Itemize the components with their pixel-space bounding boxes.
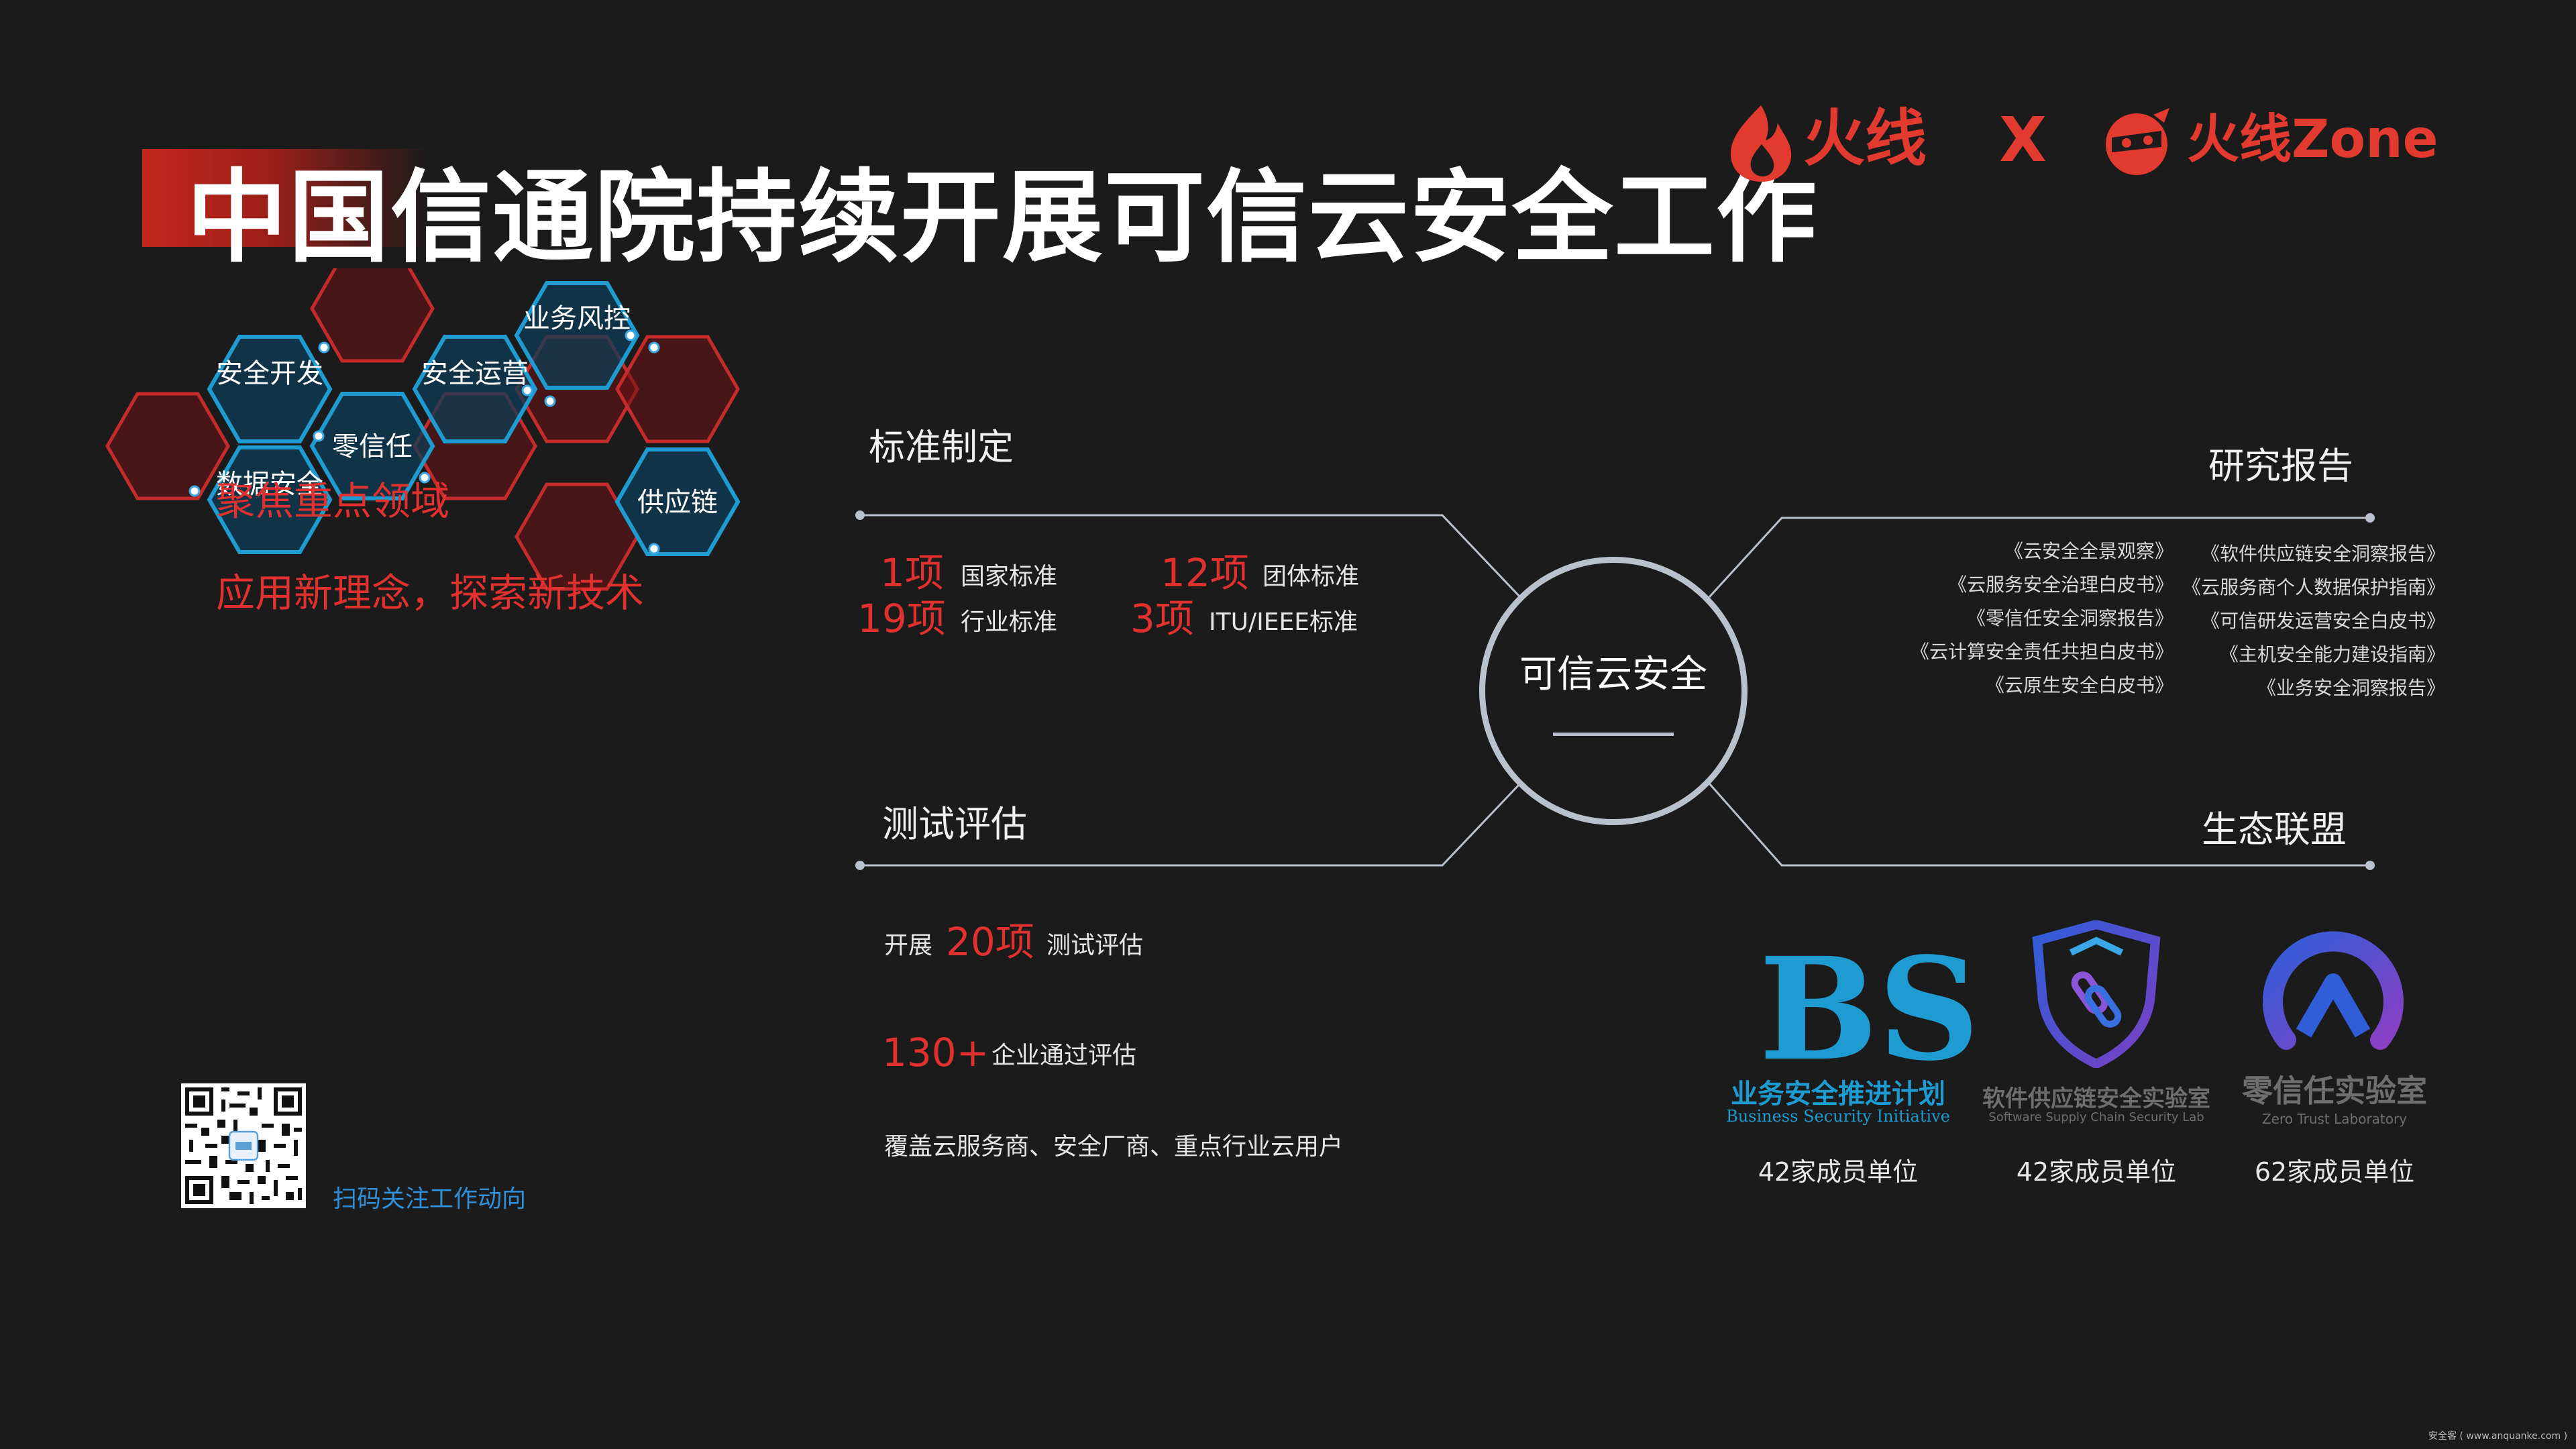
zero-trust-logo-icon bbox=[2263, 931, 2404, 1050]
brand-separator: X bbox=[1999, 104, 2047, 176]
report-item: 《云原生安全白皮书》 bbox=[1985, 674, 2174, 696]
reports-left-list: 《云安全全景观察》 《云服务安全治理白皮书》 《零信任安全洞察报告》 《云计算安… bbox=[1865, 542, 2174, 695]
connector-dot bbox=[318, 341, 330, 354]
connector-dot bbox=[625, 329, 637, 341]
reports-title: 研究报告 bbox=[2208, 445, 2353, 487]
huoxianzone-ninja-icon bbox=[2106, 108, 2169, 175]
supply-chain-lab-members: 42家成员单位 bbox=[2016, 1157, 2177, 1187]
connector-dot bbox=[544, 395, 556, 407]
standards-national-label: 国家标准 bbox=[961, 563, 1058, 590]
huoxian-flame-icon bbox=[1730, 105, 1792, 182]
hex-label-supply-chain: 供应链 bbox=[637, 487, 718, 518]
slogan-focus-areas: 聚焦重点领域 bbox=[216, 478, 450, 524]
testing-title: 测试评估 bbox=[882, 803, 1027, 845]
hex-label-sec-ops: 安全运营 bbox=[421, 358, 529, 389]
standards-itu-num: 3项 bbox=[1130, 596, 1194, 641]
standards-industry-label: 行业标准 bbox=[961, 608, 1058, 636]
brand-left-text: 火线 bbox=[1803, 103, 1927, 174]
zero-trust-lab-subtitle: Zero Trust Laboratory bbox=[2261, 1111, 2408, 1127]
standards-national-num: 1项 bbox=[880, 550, 944, 596]
org-zero-trust-lab: 零信任实验室 Zero Trust Laboratory bbox=[2227, 926, 2442, 1140]
ecosystem-title: 生态联盟 bbox=[2202, 808, 2347, 851]
standards-group-num: 12项 bbox=[1161, 550, 1249, 596]
zero-trust-lab-members: 62家成员单位 bbox=[2254, 1157, 2415, 1187]
bsi-logo: BS bbox=[1759, 926, 1980, 1092]
connector-dot bbox=[648, 543, 660, 555]
supply-chain-lab-subtitle: Software Supply Chain Security Lab bbox=[1988, 1110, 2204, 1124]
connector-end-dot bbox=[855, 511, 865, 520]
reports-right-list: 《软件供应链安全洞察报告》 《云服务商个人数据保护指南》 《可信研发运营安全白皮… bbox=[2180, 545, 2445, 698]
bsi-members: 42家成员单位 bbox=[1758, 1157, 1919, 1187]
connector-dot bbox=[521, 384, 533, 396]
testing-count: 20项 bbox=[946, 919, 1034, 965]
qr-code[interactable] bbox=[181, 1083, 306, 1208]
qr-code-icon bbox=[181, 1083, 306, 1208]
standards-group-label: 团体标准 bbox=[1263, 563, 1360, 590]
report-item: 《可信研发运营安全白皮书》 bbox=[2200, 610, 2445, 632]
shield-icon bbox=[2032, 920, 2161, 1068]
qr-caption: 扫码关注工作动向 bbox=[333, 1185, 527, 1213]
standards-industry-num: 19项 bbox=[857, 596, 946, 641]
testing-coverage: 覆盖云服务商、安全厂商、重点行业云用户 bbox=[884, 1133, 1344, 1161]
standards-itu-label: ITU/IEEE标准 bbox=[1209, 608, 1358, 636]
brand-logos: 火线 X 火线Zone bbox=[1724, 97, 2438, 184]
connector-dot bbox=[648, 341, 660, 354]
report-item: 《云服务安全治理白皮书》 bbox=[1947, 574, 2174, 596]
connector-reports bbox=[1708, 517, 2370, 598]
report-item: 《云服务商个人数据保护指南》 bbox=[2182, 576, 2445, 598]
center-divider bbox=[1553, 733, 1674, 736]
slogan-new-tech: 应用新理念，探索新技术 bbox=[216, 570, 645, 616]
report-item: 《云安全全景观察》 bbox=[2004, 540, 2174, 562]
connector-end-dot bbox=[2365, 861, 2375, 870]
org-supply-chain-lab: 软件供应链安全实验室 Software Supply Chain Securit… bbox=[1976, 920, 2217, 1135]
connector-testing bbox=[860, 782, 1521, 867]
connector-dot bbox=[419, 472, 431, 484]
bsi-subtitle: Business Security Initiative bbox=[1726, 1107, 1950, 1126]
connector-end-dot bbox=[2365, 513, 2375, 523]
connector-ecosystem bbox=[1708, 783, 2370, 867]
supply-chain-lab-name: 软件供应链安全实验室 bbox=[1982, 1085, 2210, 1112]
footer-credit: 安全客 ( www.anquanke.com ) bbox=[2428, 1431, 2568, 1442]
hex-label-data-security: 数据安全 bbox=[216, 469, 323, 500]
center-ring bbox=[1479, 557, 1748, 825]
zero-trust-lab-name: 零信任实验室 bbox=[2242, 1073, 2427, 1109]
connector-dot bbox=[313, 430, 325, 442]
testing-enterprise-label: 企业通过评估 bbox=[991, 1042, 1137, 1069]
bsi-name: 业务安全推进计划 bbox=[1731, 1078, 1945, 1110]
connector-standards bbox=[860, 514, 1521, 598]
testing-prefix: 开展 bbox=[884, 932, 933, 959]
center-title: 可信云安全 bbox=[1519, 653, 1707, 696]
report-item: 《云计算安全责任共担白皮书》 bbox=[1910, 641, 2174, 663]
page-title: 中国信通院持续开展可信云安全工作 bbox=[186, 160, 1819, 276]
report-item: 《主机安全能力建设指南》 bbox=[2219, 643, 2445, 665]
hex-label-zero-trust: 零信任 bbox=[332, 431, 413, 462]
connector-dot bbox=[189, 485, 201, 497]
brand-right-text: 火线Zone bbox=[2187, 109, 2438, 170]
connector-end-dot bbox=[855, 861, 865, 870]
testing-enterprise-count: 130+ bbox=[882, 1030, 989, 1075]
hex-label-secure-dev: 安全开发 bbox=[216, 358, 323, 389]
report-item: 《零信任安全洞察报告》 bbox=[1966, 607, 2174, 629]
standards-title: 标准制定 bbox=[869, 426, 1014, 468]
title-accent-bar bbox=[142, 149, 429, 247]
org-bsi: BS 业务安全推进计划 Business Security Initiative bbox=[1717, 932, 1980, 1134]
report-item: 《软件供应链安全洞察报告》 bbox=[2200, 543, 2445, 565]
hex-label-risk-control: 业务风控 bbox=[523, 303, 631, 334]
testing-suffix: 测试评估 bbox=[1046, 932, 1144, 959]
focus-area-hexagons: 安全开发 零信任 数据安全 安全运营 业务风控 供应链 bbox=[101, 268, 751, 644]
report-item: 《业务安全洞察报告》 bbox=[2257, 677, 2445, 699]
